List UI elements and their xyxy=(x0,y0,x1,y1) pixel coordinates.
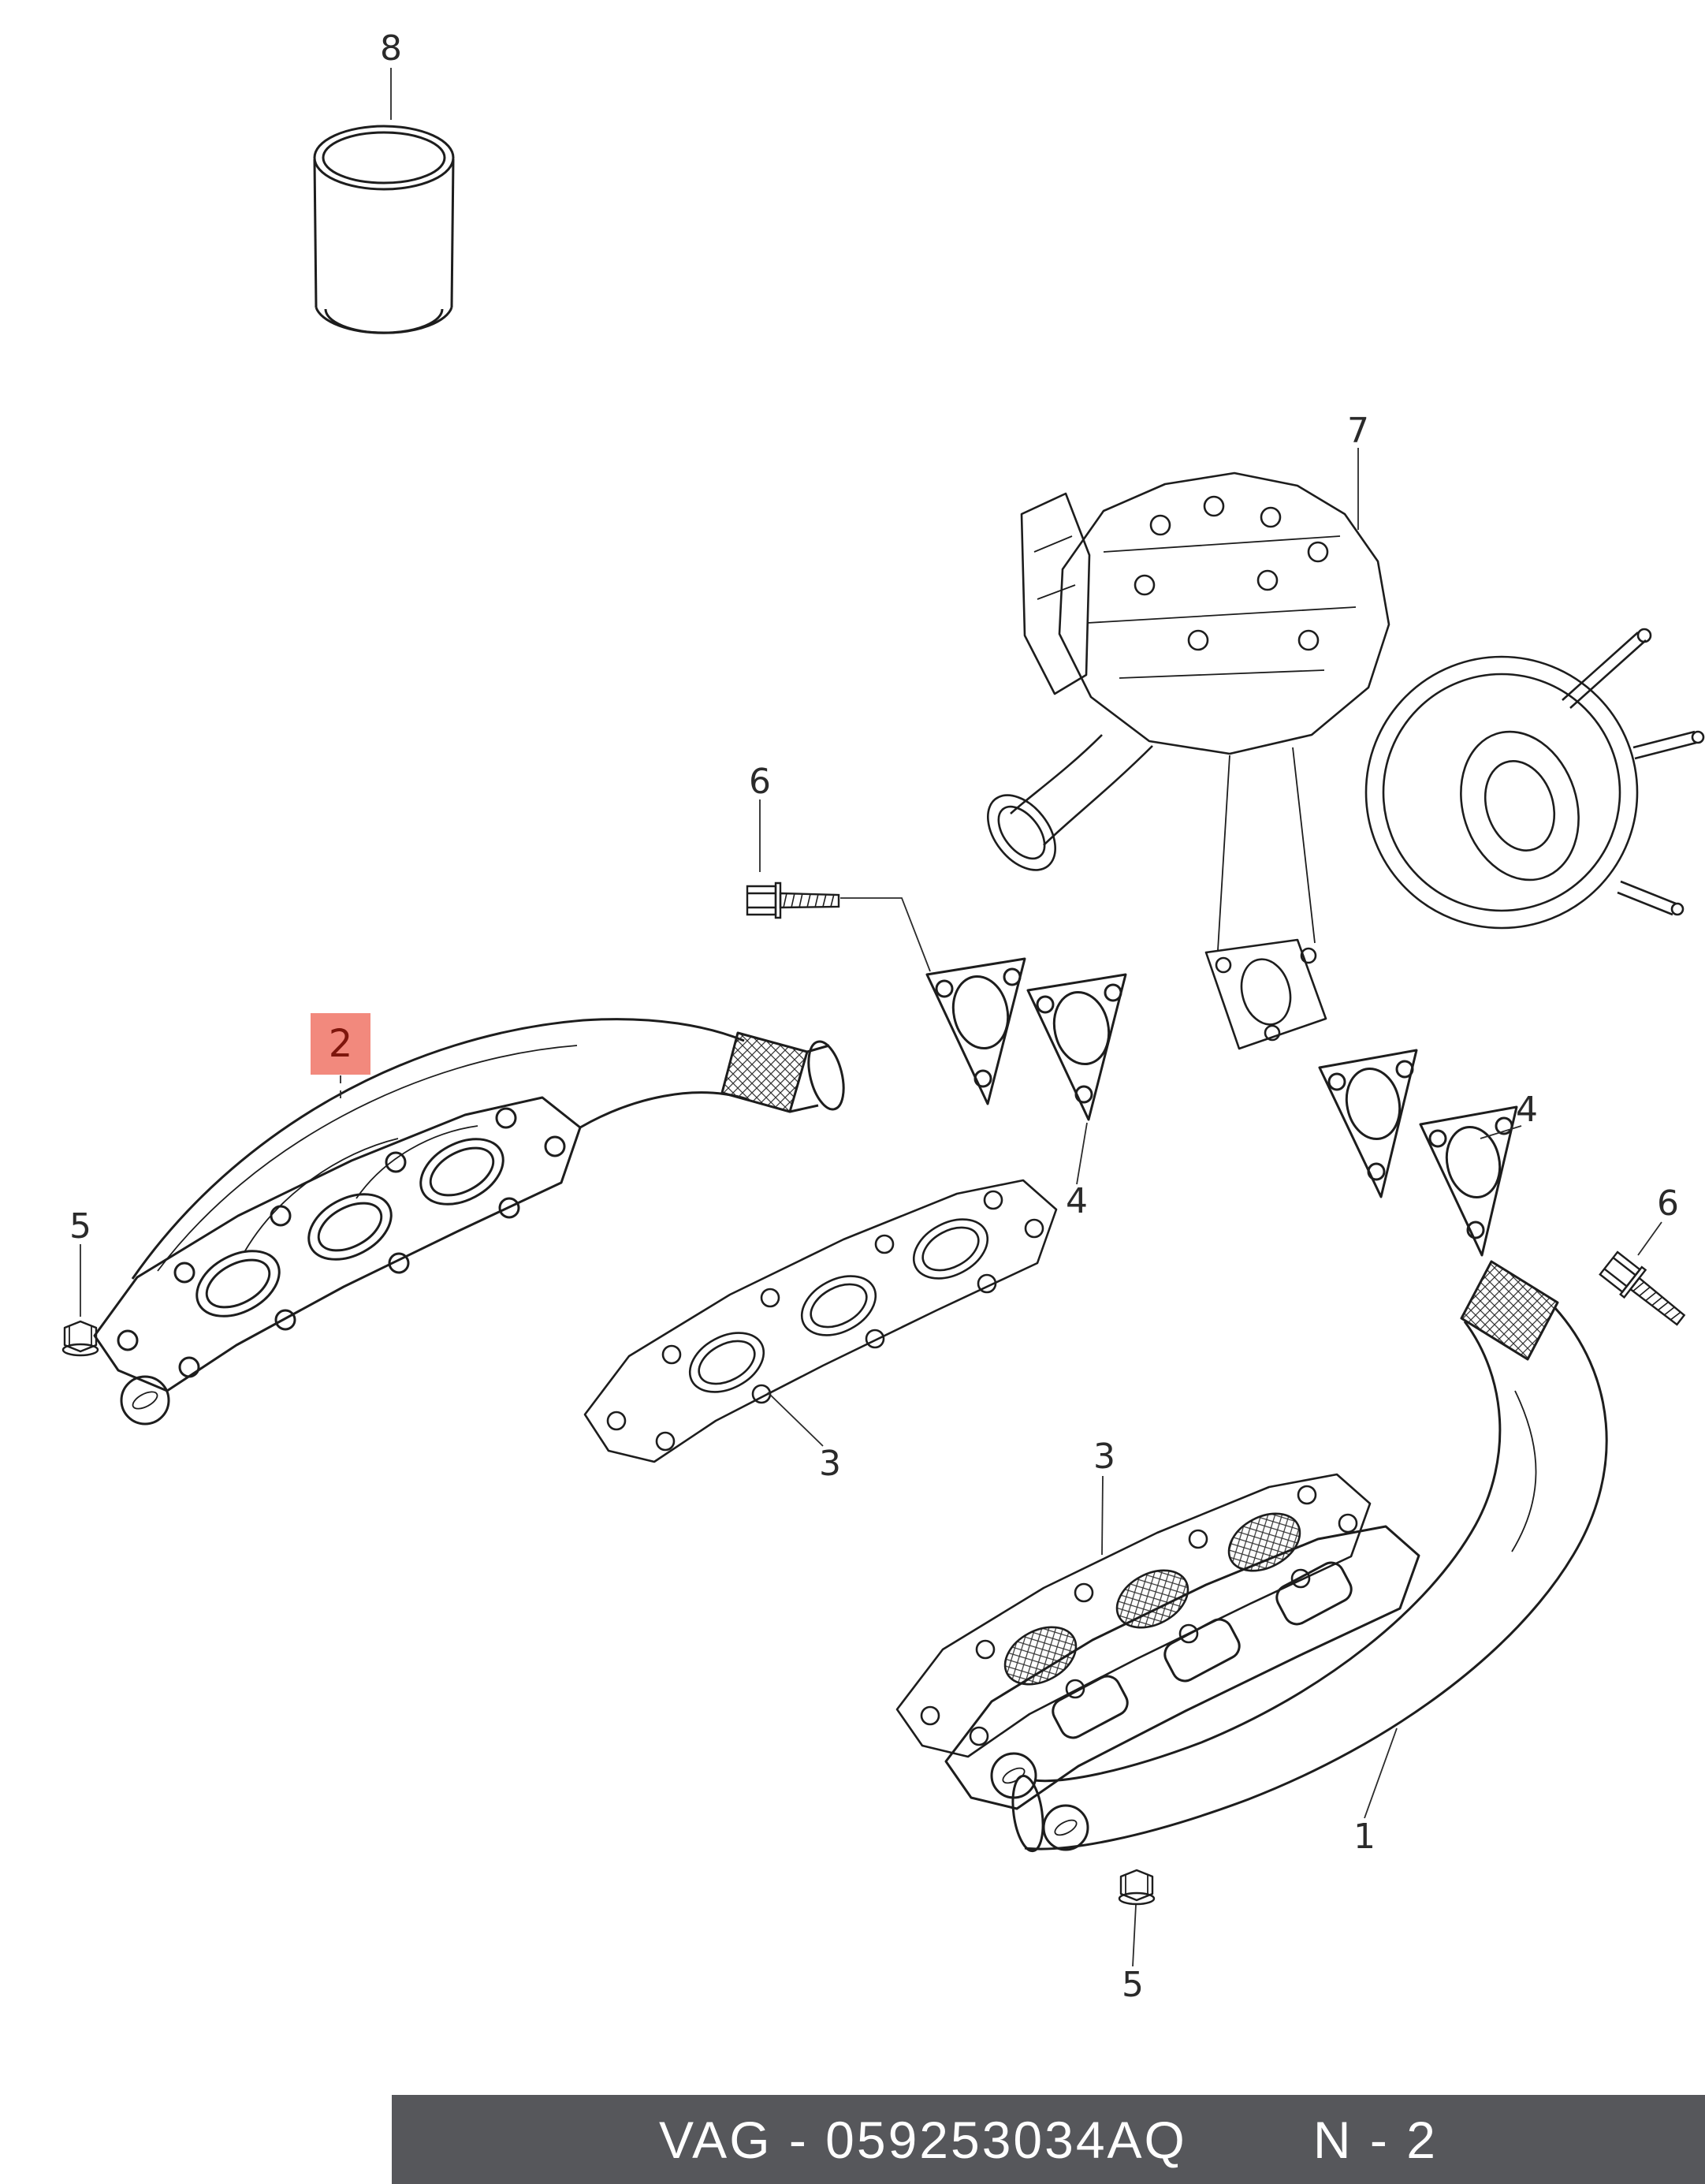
nut-left-drawing xyxy=(61,1320,99,1357)
flange-gasket-pair-center-drawing xyxy=(925,957,1127,1121)
flange-gasket-pair-right-drawing xyxy=(1318,1049,1518,1257)
gasket-strip-right-drawing xyxy=(895,1473,1372,1758)
callout-7-turbo[interactable]: 7 xyxy=(1347,411,1369,451)
callout-2-manifold-left-highlighted[interactable]: 2 xyxy=(311,1013,370,1075)
turbocharger-drawing xyxy=(987,471,1705,1050)
callout-4-flange-center[interactable]: 4 xyxy=(1066,1181,1088,1221)
callout-6-bolt-right[interactable]: 6 xyxy=(1657,1183,1679,1224)
part-number: VAG - 059253034AQ xyxy=(659,2110,1187,2169)
callout-6-bolt-left[interactable]: 6 xyxy=(749,762,771,802)
callout-1-manifold-right[interactable]: 1 xyxy=(1353,1817,1376,1857)
bolt-right-drawing xyxy=(1599,1250,1686,1326)
sleeve-drawing xyxy=(313,125,455,334)
leader-lines xyxy=(80,68,1662,1967)
footer-bar: VAG - 059253034AQ N - 2 xyxy=(392,2095,1705,2184)
nut-bottom-drawing xyxy=(1118,1869,1156,1906)
callout-8-sleeve[interactable]: 8 xyxy=(380,28,402,69)
manifold-right-drawing xyxy=(944,1260,1608,1853)
gasket-strip-left-drawing xyxy=(583,1179,1058,1463)
manifold-left-drawing xyxy=(93,1018,845,1426)
callout-4-flange-right[interactable]: 4 xyxy=(1516,1090,1538,1130)
callout-3-gasket-left[interactable]: 3 xyxy=(819,1444,841,1484)
callout-3-gasket-right[interactable]: 3 xyxy=(1093,1437,1115,1477)
callout-5-nut-bottom[interactable]: 5 xyxy=(1122,1965,1144,2005)
bolt-left-drawing xyxy=(746,881,840,919)
callout-5-nut-left[interactable]: 5 xyxy=(69,1206,91,1247)
page-reference: N - 2 xyxy=(1312,2110,1438,2169)
